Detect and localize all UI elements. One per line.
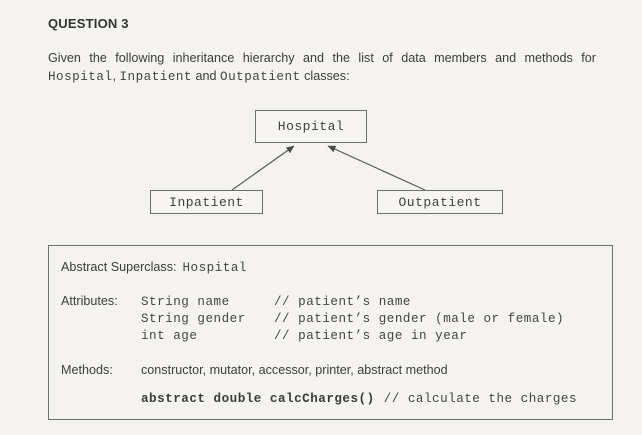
attribute-row: String name // patient’s name bbox=[141, 294, 604, 311]
attributes-label: Attributes: bbox=[61, 294, 118, 308]
class-box-hospital-label: Hospital bbox=[277, 119, 345, 134]
inheritance-diagram: Hospital Inpatient Outpatient bbox=[0, 100, 642, 230]
class-box-outpatient: Outpatient bbox=[377, 190, 503, 214]
superclass-name: Hospital bbox=[182, 261, 247, 275]
attribute-row: String gender // patient’s gender (male … bbox=[141, 311, 604, 328]
methods-summary: constructor, mutator, accessor, printer,… bbox=[141, 363, 448, 377]
abstract-method-row: abstract double calcCharges() // calculat… bbox=[61, 391, 604, 406]
attribute-declaration: int age bbox=[141, 329, 198, 343]
arrow-inpatient-to-hospital bbox=[231, 145, 295, 191]
class-box-inpatient-label: Inpatient bbox=[169, 194, 244, 210]
intro-tail: classes: bbox=[300, 68, 350, 83]
intro-line-1: Given the following inheritance hierarch… bbox=[48, 51, 596, 65]
attribute-comment: // patient’s name bbox=[274, 295, 411, 309]
class-box-hospital: Hospital bbox=[255, 110, 367, 143]
attribute-comment: // patient’s age in year bbox=[274, 329, 468, 343]
abstract-method-comment: // calculate the charges bbox=[383, 392, 578, 406]
class-name-hospital: Hospital bbox=[48, 69, 113, 84]
intro-conjunction: and bbox=[192, 68, 221, 83]
superclass-row: Abstract Superclass: Hospital bbox=[61, 260, 604, 275]
class-name-outpatient: Outpatient bbox=[220, 69, 301, 84]
class-box-outpatient-label: Outpatient bbox=[398, 194, 482, 210]
intro-line-2: Hospital, Inpatient and Outpatient class… bbox=[48, 68, 596, 87]
attribute-row: int age // patient’s age in year bbox=[141, 328, 604, 345]
intro-separator: , bbox=[112, 68, 120, 83]
attribute-declaration: String name bbox=[141, 295, 230, 309]
arrow-outpatient-to-hospital bbox=[327, 145, 426, 191]
class-box-inpatient: Inpatient bbox=[150, 190, 263, 214]
superclass-label: Abstract Superclass: bbox=[61, 260, 177, 274]
methods-row: Methods: constructor, mutator, accessor,… bbox=[61, 363, 604, 377]
attribute-comment: // patient’s gender (male or female) bbox=[274, 312, 565, 326]
question-title: QUESTION 3 bbox=[48, 16, 129, 31]
class-spec-box: Abstract Superclass: Hospital Attributes:… bbox=[48, 245, 613, 420]
methods-label: Methods: bbox=[61, 363, 113, 377]
inheritance-arrows bbox=[231, 145, 426, 191]
class-name-inpatient: Inpatient bbox=[119, 69, 192, 84]
attributes-row: Attributes: String name // patient’s nam… bbox=[61, 294, 604, 345]
attributes-list: String name // patient’s name String gen… bbox=[141, 294, 604, 345]
intro-paragraph: Given the following inheritance hierarch… bbox=[48, 50, 596, 86]
attribute-declaration: String gender bbox=[141, 312, 246, 326]
abstract-method-signature: abstract double calcCharges() bbox=[141, 392, 375, 406]
